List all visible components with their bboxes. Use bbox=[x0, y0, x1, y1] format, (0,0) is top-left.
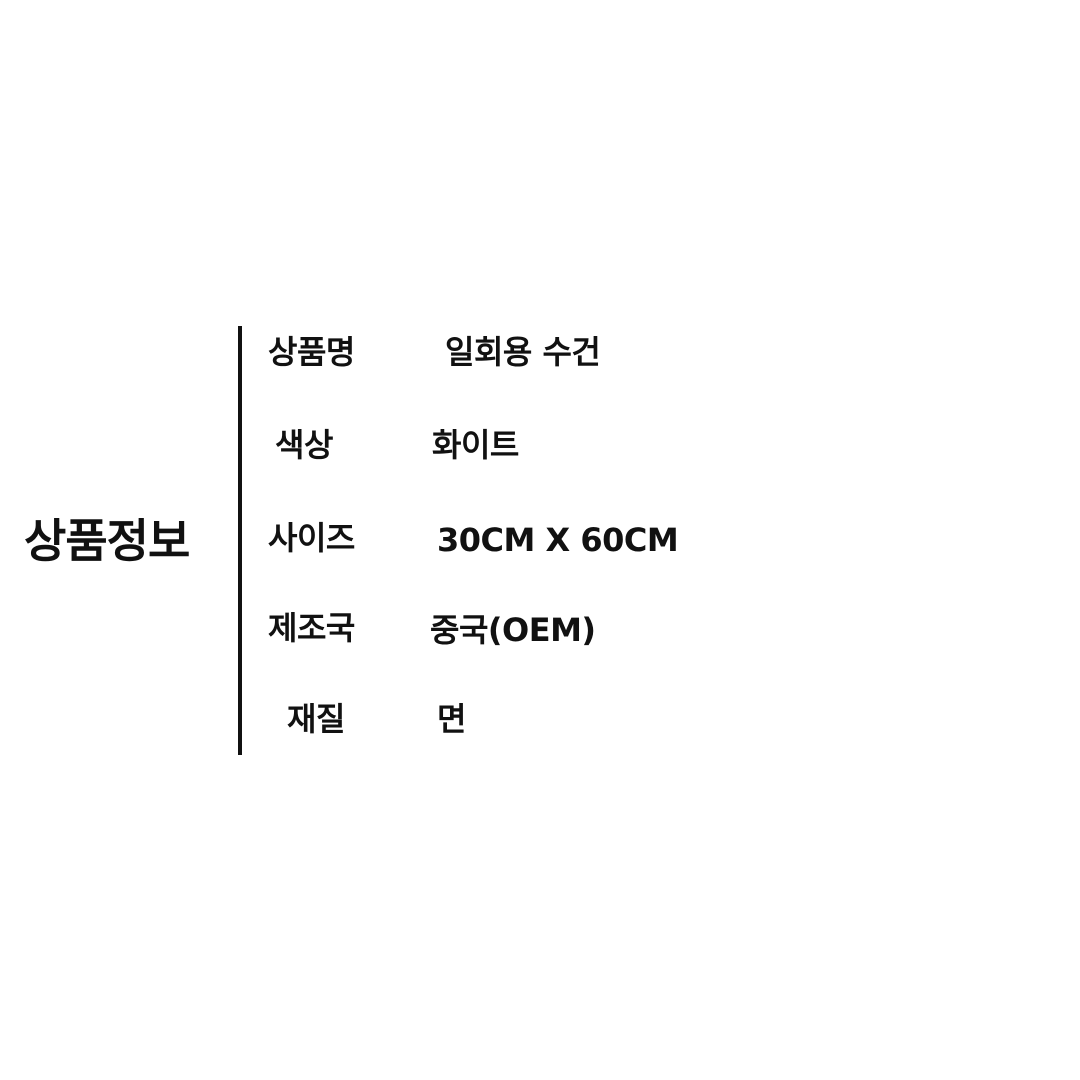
value-product-name: 일회용 수건 bbox=[445, 333, 601, 371]
label-size: 사이즈 bbox=[268, 519, 355, 557]
label-color: 색상 bbox=[275, 426, 333, 464]
value-origin: 중국(OEM) bbox=[430, 611, 596, 649]
value-size: 30CM X 60CM bbox=[437, 521, 679, 559]
value-material: 면 bbox=[437, 700, 466, 738]
section-title: 상품정보 bbox=[24, 514, 190, 568]
label-origin: 제조국 bbox=[268, 609, 355, 647]
label-material: 재질 bbox=[287, 700, 345, 738]
value-color: 화이트 bbox=[432, 426, 519, 464]
label-product-name: 상품명 bbox=[268, 333, 355, 371]
vertical-divider bbox=[238, 326, 242, 755]
